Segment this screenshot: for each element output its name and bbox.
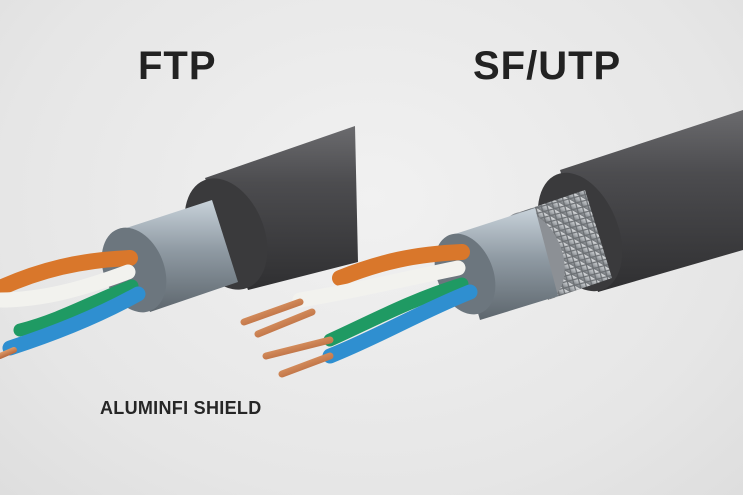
sfutp-copper-1 <box>240 298 304 326</box>
ftp-wire-white <box>0 264 136 308</box>
shield-caption: ALUMINFI SHIELD <box>100 398 262 418</box>
ftp-wire-green <box>13 279 139 337</box>
sfutp-wire-green <box>323 277 469 347</box>
sfutp-wire-white <box>292 260 466 308</box>
ftp-wire-orange <box>0 250 138 296</box>
sfutp-copper-2 <box>254 308 316 338</box>
sfutp-wire-orange <box>332 244 470 286</box>
ftp-wire-blue <box>2 286 146 356</box>
sfutp-copper-4 <box>278 352 334 378</box>
ftp-copper-tip <box>0 347 17 359</box>
sf-utp-cable-illustration <box>240 110 743 378</box>
sf-utp-title: SF/UTP <box>473 44 622 88</box>
sfutp-wire-blue <box>322 284 478 364</box>
sfutp-copper-3 <box>262 336 334 360</box>
ftp-cable-illustration <box>0 126 358 359</box>
ftp-title: FTP <box>138 44 217 88</box>
